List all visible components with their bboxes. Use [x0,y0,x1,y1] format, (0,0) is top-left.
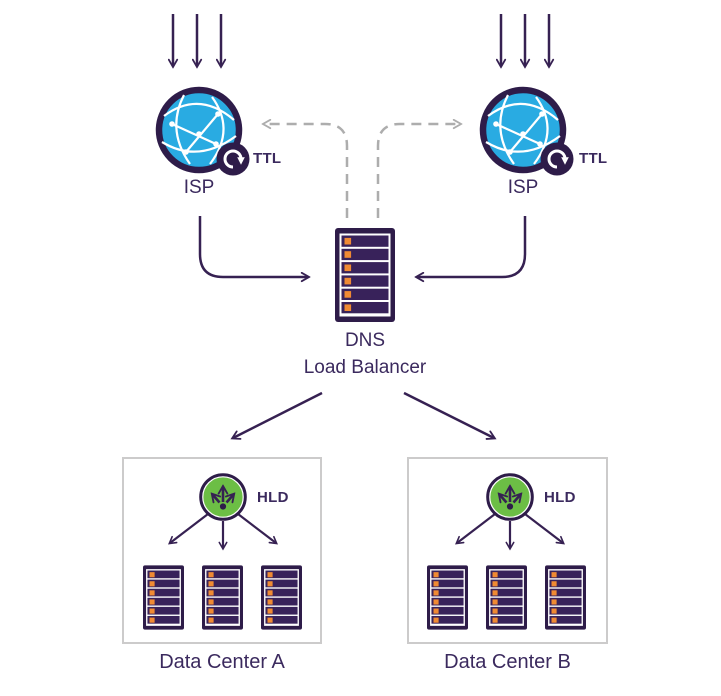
isp-to-dns-arrow-right [417,216,527,277]
isp-right-label: ISP [507,177,539,198]
globe-icon [155,86,243,174]
dns-label-line2: Load Balancer [303,357,427,378]
ttl-badge-left-label: TTL [253,150,282,167]
isp-globe-right [472,80,576,180]
rack-icon [261,565,302,630]
dns-response-dashed-arrow-left [264,124,349,218]
rack-icon [486,565,527,630]
dns-to-datacenter-a-arrow [233,391,323,438]
dns-label-line1: DNS [344,330,386,351]
dns-load-balancer-label: DNS Load Balancer [265,327,465,381]
data-center-b-label: Data Center B [444,651,571,673]
hld-badge-b-label: HLD [544,489,576,506]
ttl-refresh-icon [216,142,250,176]
ttl-refresh-icon [540,142,574,176]
globe-icon [479,86,567,174]
data-center-a-label: Data Center A [159,651,285,673]
rack-icon [427,565,468,630]
rack-icon [545,565,586,630]
dns-response-dashed-arrow-right [376,124,460,218]
hld-fanout-arrows-a [170,513,276,548]
dns-to-datacenter-b-arrow [403,391,494,438]
rack-icon [143,565,184,630]
incoming-traffic-arrows-left [173,14,221,66]
hld-distribution-icon-a [199,473,247,521]
dns-server-icon [335,228,395,322]
isp-to-dns-arrow-left [198,216,308,277]
ttl-badge-right-label: TTL [579,150,608,167]
isp-globe-left [148,80,252,180]
hld-distribution-icon-b [486,473,534,521]
hld-fanout-arrows-b [457,513,563,548]
rack-icon [202,565,243,630]
hld-badge-a-label: HLD [257,489,289,506]
isp-left-label: ISP [183,177,215,198]
incoming-traffic-arrows-right [501,14,549,66]
